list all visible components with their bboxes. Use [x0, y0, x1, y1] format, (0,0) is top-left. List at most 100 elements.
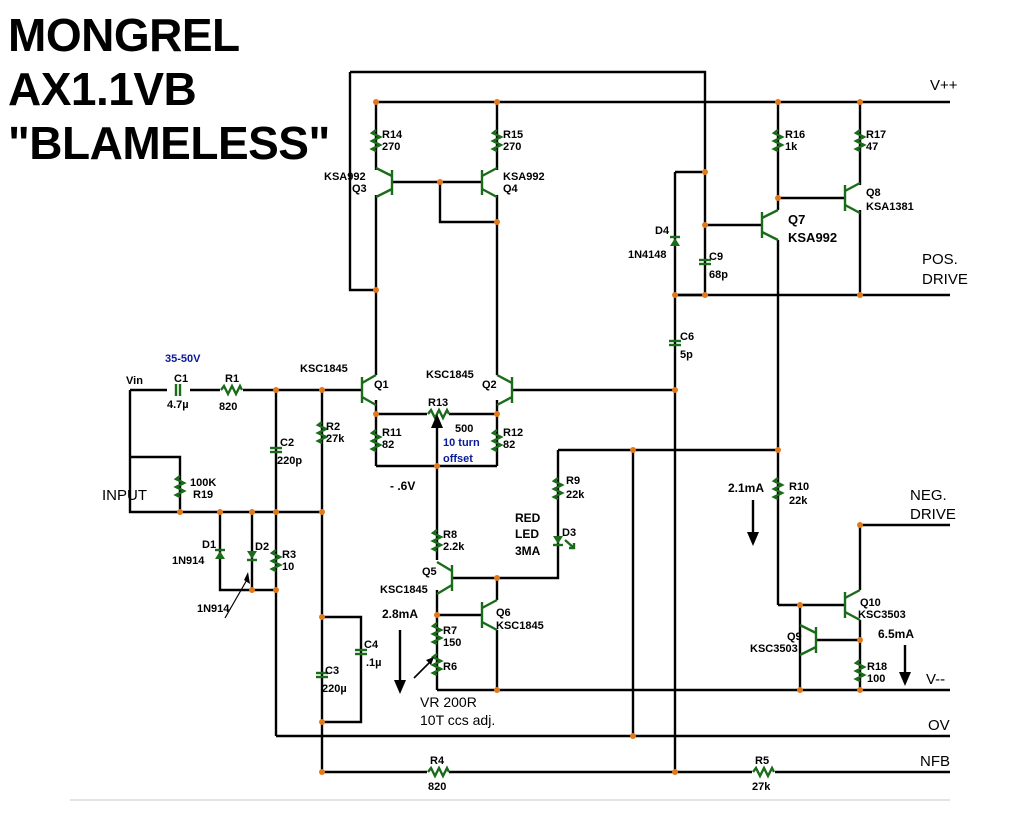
pos-drive-label-1: POS. — [922, 251, 958, 268]
d2-ref: D2 — [255, 541, 269, 553]
c3-ref: C3 — [325, 665, 339, 677]
d1-part: 1N914 — [172, 555, 205, 567]
r4-ref: R4 — [430, 755, 445, 767]
q2-part: KSC1845 — [426, 369, 474, 381]
r10-ref: R10 — [789, 481, 809, 493]
d3-note-1: RED — [515, 511, 541, 525]
diode-symbols — [215, 235, 680, 562]
voltage-ref-label: - .6V — [390, 479, 415, 493]
junction-dots — [177, 99, 863, 775]
r17-ref: R17 — [866, 129, 886, 141]
r5-symbol — [751, 766, 776, 778]
input-label: INPUT — [102, 487, 147, 504]
vin-label: Vin — [126, 375, 143, 387]
q5-symbol — [436, 560, 454, 596]
r1-val: 820 — [219, 401, 237, 413]
r5-val: 27k — [752, 781, 771, 793]
c6-ref: C6 — [680, 331, 694, 343]
transistor-symbols — [360, 166, 861, 657]
r1-ref: R1 — [225, 373, 239, 385]
q6-part: KSC1845 — [496, 620, 544, 632]
q4-part: KSA992 — [503, 171, 545, 183]
q8-ref: Q8 — [866, 187, 881, 199]
rail-vmm-label: V-- — [926, 671, 945, 688]
supply-note: 35-50V — [165, 353, 201, 365]
labels: V++ POS. DRIVE NEG. DRIVE V-- OV NFB Vin… — [102, 77, 968, 793]
q1-symbol — [360, 373, 377, 407]
r13-note-1: 10 turn — [443, 437, 480, 449]
c4-ref: C4 — [364, 639, 379, 651]
r15-ref: R15 — [503, 129, 523, 141]
title-line-1: MONGREL — [8, 9, 240, 61]
r5-ref: R5 — [755, 755, 769, 767]
r4-symbol — [426, 766, 451, 778]
pos-drive-label-2: DRIVE — [922, 271, 968, 288]
q2-ref: Q2 — [482, 379, 497, 391]
r13-note-2: offset — [443, 453, 473, 465]
q10-symbol — [843, 588, 861, 622]
neg-drive-label-2: DRIVE — [910, 506, 956, 523]
r14-val: 270 — [382, 141, 400, 153]
r3-ref: R3 — [282, 549, 296, 561]
q6-ref: Q6 — [496, 607, 511, 619]
r4-val: 820 — [428, 781, 446, 793]
r6-ref: R6 — [443, 661, 457, 673]
q9-part: KSC3503 — [750, 643, 798, 655]
ccs-current-label: 2.8mA — [382, 607, 418, 621]
d2-symbol — [247, 551, 257, 562]
q6-symbol — [480, 598, 498, 632]
q9-ref: Q9 — [787, 631, 802, 643]
r13-ref: R13 — [428, 397, 448, 409]
d4-part: 1N4148 — [628, 249, 667, 261]
q10-ref: Q10 — [860, 597, 881, 609]
r19-val: 100K — [190, 477, 216, 489]
q7-symbol — [760, 208, 779, 242]
r7-val: 150 — [443, 637, 461, 649]
r16-val: 1k — [785, 141, 798, 153]
d4-symbol — [670, 235, 680, 246]
r11-val: 82 — [382, 439, 394, 451]
c2-val: 220p — [277, 455, 302, 467]
q7-ref: Q7 — [788, 212, 805, 227]
title-line-3: "BLAMELESS" — [8, 117, 330, 169]
d3-led-symbol — [553, 536, 576, 550]
c4-val: .1µ — [366, 657, 382, 669]
r3-val: 10 — [282, 561, 294, 573]
d2-part: 1N914 — [197, 603, 230, 615]
c9-val: 68p — [709, 269, 728, 281]
annotation-arrows — [224, 414, 911, 694]
d3-note-3: 3MA — [515, 544, 541, 558]
q3-ref: Q3 — [352, 183, 367, 195]
r15-val: 270 — [503, 141, 521, 153]
q3-symbol — [375, 166, 394, 199]
r8-ref: R8 — [443, 529, 457, 541]
q3-part: KSA992 — [324, 171, 366, 183]
rail-ov-label: OV — [928, 717, 950, 734]
r17-val: 47 — [866, 141, 878, 153]
c1-symbol — [174, 382, 182, 398]
q2-symbol — [496, 373, 514, 407]
r12-val: 82 — [503, 439, 515, 451]
r9-val: 22k — [566, 489, 585, 501]
c3-val: 220µ — [322, 683, 347, 695]
d1-ref: D1 — [202, 539, 216, 551]
d4-ref: D4 — [655, 225, 670, 237]
r12-ref: R12 — [503, 427, 523, 439]
r6-note-1: VR 200R — [420, 694, 477, 710]
q8-part: KSA1381 — [866, 201, 914, 213]
r11-ref: R11 — [382, 427, 402, 439]
c6-val: 5p — [680, 349, 693, 361]
r18-ref: R18 — [867, 661, 887, 673]
c9-ref: C9 — [709, 251, 723, 263]
rail-vpp-label: V++ — [930, 77, 958, 94]
r9-ref: R9 — [566, 475, 580, 487]
r2-ref: R2 — [326, 421, 340, 433]
neg-drive-label-1: NEG. — [910, 487, 947, 504]
r19-ref: R19 — [193, 489, 213, 501]
q4-symbol — [480, 166, 498, 199]
r7-ref: R7 — [443, 625, 457, 637]
r6-note-2: 10T ccs adj. — [420, 712, 495, 728]
rail-nfb-label: NFB — [920, 753, 950, 770]
q5-ref: Q5 — [422, 566, 437, 578]
